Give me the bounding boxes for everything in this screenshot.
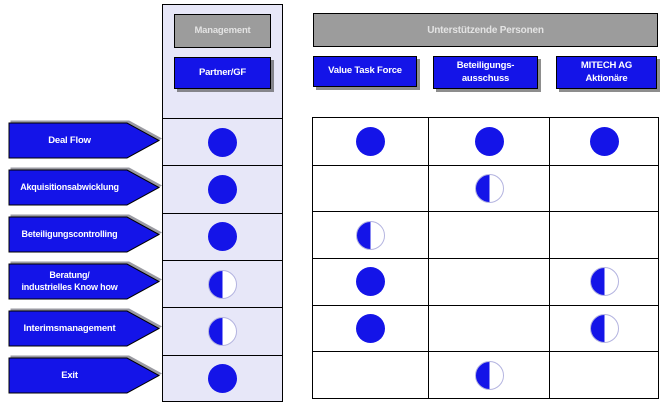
matrix-cell (163, 212, 282, 260)
matrix-cell (163, 307, 282, 354)
support-role-value-task-force: Value Task Force (313, 56, 417, 87)
management-column: Management Partner/GF (162, 4, 283, 402)
support-role-mitech-ag-aktionaere: MITECH AG Aktionäre (556, 56, 657, 89)
matrix-cell (428, 211, 549, 258)
harvey-ball (474, 173, 504, 203)
matrix-cell (549, 118, 658, 165)
activity-arrow-interimsmanagement: Interimsmanagement (8, 310, 161, 347)
matrix-cell (313, 351, 428, 398)
activity-label: Akquisitionsabwicklung (20, 181, 119, 192)
activity-arrow-exit: Exit (8, 357, 161, 394)
harvey-ball (474, 126, 504, 156)
matrix-cell (163, 118, 282, 165)
matrix-cell (549, 351, 658, 398)
support-group-header: Unterstützende Personen (313, 13, 658, 47)
harvey-ball (356, 313, 385, 343)
harvey-ball (208, 174, 237, 204)
matrix-cell (428, 118, 549, 165)
activity-arrow-beratung: Beratung/ industrielles Know how (8, 263, 161, 300)
activity-label: Interimsmanagement (23, 322, 116, 334)
matrix-cell (313, 118, 428, 165)
management-role-partner-gf: Partner/GF (174, 57, 271, 89)
support-matrix-grid (312, 117, 659, 399)
matrix-cell (549, 258, 658, 305)
harvey-ball (208, 316, 237, 346)
arrow-shape (8, 357, 161, 394)
matrix-cell (428, 164, 549, 212)
matrix-cell (549, 164, 658, 212)
harvey-ball (356, 267, 385, 297)
activity-arrow-beteiligungscontrolling: Beteiligungscontrolling (8, 216, 161, 253)
matrix-cell (313, 304, 428, 352)
matrix-cell (428, 351, 549, 398)
activity-label: Beratung/ industrielles Know how (21, 270, 118, 292)
activity-arrow-akquisitionsabwicklung: Akquisitionsabwicklung (8, 169, 161, 206)
harvey-ball (208, 364, 237, 394)
harvey-ball (589, 267, 619, 297)
arrow-shape (8, 263, 161, 300)
support-role-beteiligungsausschuss: Beteiligungs- ausschuss (433, 56, 538, 89)
matrix-cell (313, 211, 428, 258)
matrix-cell (163, 165, 282, 212)
harvey-ball (208, 127, 237, 157)
matrix-cell (163, 259, 282, 307)
arrow-shape (8, 169, 161, 206)
matrix-cell (163, 354, 282, 402)
management-matrix-rows (163, 118, 282, 402)
management-group-header: Management (174, 14, 271, 48)
matrix-cell (313, 258, 428, 305)
matrix-cell (428, 304, 549, 352)
matrix-cell (549, 211, 658, 258)
activity-arrow-deal-flow: Deal Flow (8, 122, 161, 159)
activity-label: Exit (61, 369, 78, 381)
activity-label: Beteiligungscontrolling (21, 228, 118, 239)
harvey-ball (474, 360, 504, 390)
harvey-ball (208, 269, 237, 299)
matrix-cell (313, 164, 428, 212)
harvey-ball (589, 313, 619, 343)
arrow-shape (8, 216, 161, 253)
harvey-ball (208, 222, 237, 252)
harvey-ball (356, 126, 385, 156)
harvey-ball (356, 220, 385, 250)
harvey-ball (589, 126, 619, 156)
activity-label: Deal Flow (48, 134, 91, 146)
matrix-cell (549, 304, 658, 352)
arrow-shape (8, 122, 161, 159)
matrix-cell (428, 258, 549, 305)
arrow-shape (8, 310, 161, 347)
